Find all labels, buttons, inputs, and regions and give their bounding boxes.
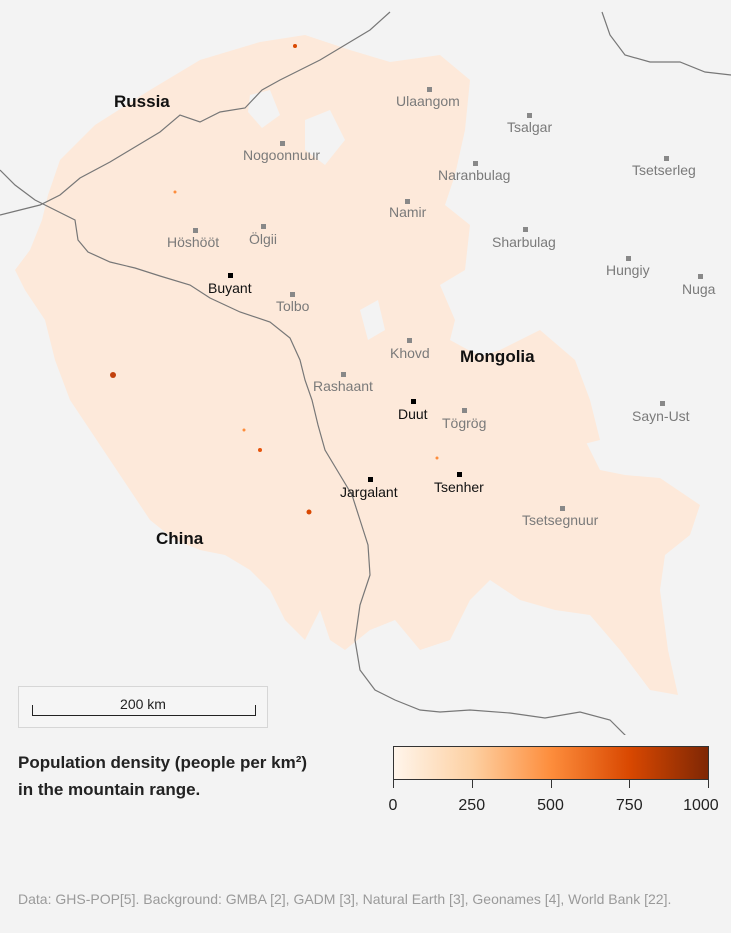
- place-rashaant: Rashaant: [313, 378, 373, 394]
- legend-tick-label: 250: [458, 797, 486, 814]
- place-olgii: Ölgii: [249, 230, 277, 247]
- legend-title: Population density (people per km²) in t…: [18, 749, 368, 803]
- country-label-china: China: [156, 529, 204, 548]
- border-mongolia-east: [601, 11, 731, 76]
- country-borders: [0, 11, 731, 735]
- legend-title-line2: in the mountain range.: [18, 780, 201, 799]
- hotspot: [258, 448, 262, 452]
- place-sharbulag: Sharbulag: [492, 234, 556, 250]
- legend-title-line1: Population density (people per km²): [18, 753, 308, 772]
- place-hungiy: Hungiy: [606, 262, 650, 278]
- place-duut: Duut: [398, 406, 428, 422]
- legend-tick-mark: [471, 780, 473, 788]
- place-sayn-ust: Sayn-Ust: [632, 408, 690, 424]
- map: Russia Mongolia China Ulaangom Tsalgar N…: [0, 11, 731, 735]
- legend-tick-mark: [393, 780, 394, 788]
- place-namir: Namir: [389, 204, 427, 220]
- place-jargalant: Jargalant: [340, 484, 398, 500]
- legend-tick-label: 1000: [683, 797, 719, 814]
- legend-tick-label: 500: [537, 797, 564, 814]
- place-tsetserleg: Tsetserleg: [632, 162, 696, 178]
- legend-tick-mark: [629, 780, 631, 788]
- place-buyant: Buyant: [208, 280, 252, 296]
- place-tsetsegnuur: Tsetsegnuur: [522, 512, 599, 528]
- hotspot: [110, 372, 116, 378]
- border-russia-mongolia: [0, 11, 391, 216]
- country-label-mongolia: Mongolia: [460, 347, 535, 366]
- hotspot: [435, 456, 439, 460]
- legend-tick-mark: [708, 780, 709, 788]
- legend-tick-label: 750: [615, 797, 643, 814]
- scale-tick-right: [255, 705, 256, 716]
- place-tsenher: Tsenher: [434, 479, 484, 495]
- legend-colorbar: [393, 746, 709, 780]
- place-togrog: Tögrög: [442, 415, 486, 431]
- place-ulaangom: Ulaangom: [396, 93, 460, 109]
- country-labels: Russia Mongolia China: [114, 92, 535, 548]
- places-secondary: Ulaangom Tsalgar Nogoonnuur Naranbulag T…: [167, 87, 716, 528]
- border-russia-china: [0, 169, 626, 735]
- place-tsalgar: Tsalgar: [507, 119, 552, 135]
- scale-line: [32, 715, 256, 716]
- density-hotspots: [110, 44, 439, 515]
- legend-tick-mark: [550, 780, 552, 788]
- hotspot: [293, 44, 297, 48]
- places-primary: Buyant Duut Jargalant Tsenher: [208, 273, 484, 500]
- scale-label: 200 km: [120, 696, 166, 712]
- hotspot: [242, 428, 246, 432]
- scale-bar: 200 km: [18, 686, 268, 728]
- mountain-range: [15, 35, 700, 695]
- place-nuga: Nuga: [682, 281, 716, 297]
- place-tolbo: Tolbo: [276, 298, 310, 314]
- scale-tick-left: [32, 705, 33, 716]
- data-source-note: Data: GHS-POP[5]. Background: GMBA [2], …: [18, 891, 672, 907]
- hotspot: [306, 509, 312, 515]
- place-nogoonnuur: Nogoonnuur: [243, 147, 320, 163]
- place-hoshoot: Höshööt: [167, 234, 219, 250]
- hotspot: [173, 190, 177, 194]
- country-label-russia: Russia: [114, 92, 170, 111]
- legend-tick-label: 0: [388, 797, 398, 814]
- place-naranbulag: Naranbulag: [438, 167, 510, 183]
- place-khovd: Khovd: [390, 345, 430, 361]
